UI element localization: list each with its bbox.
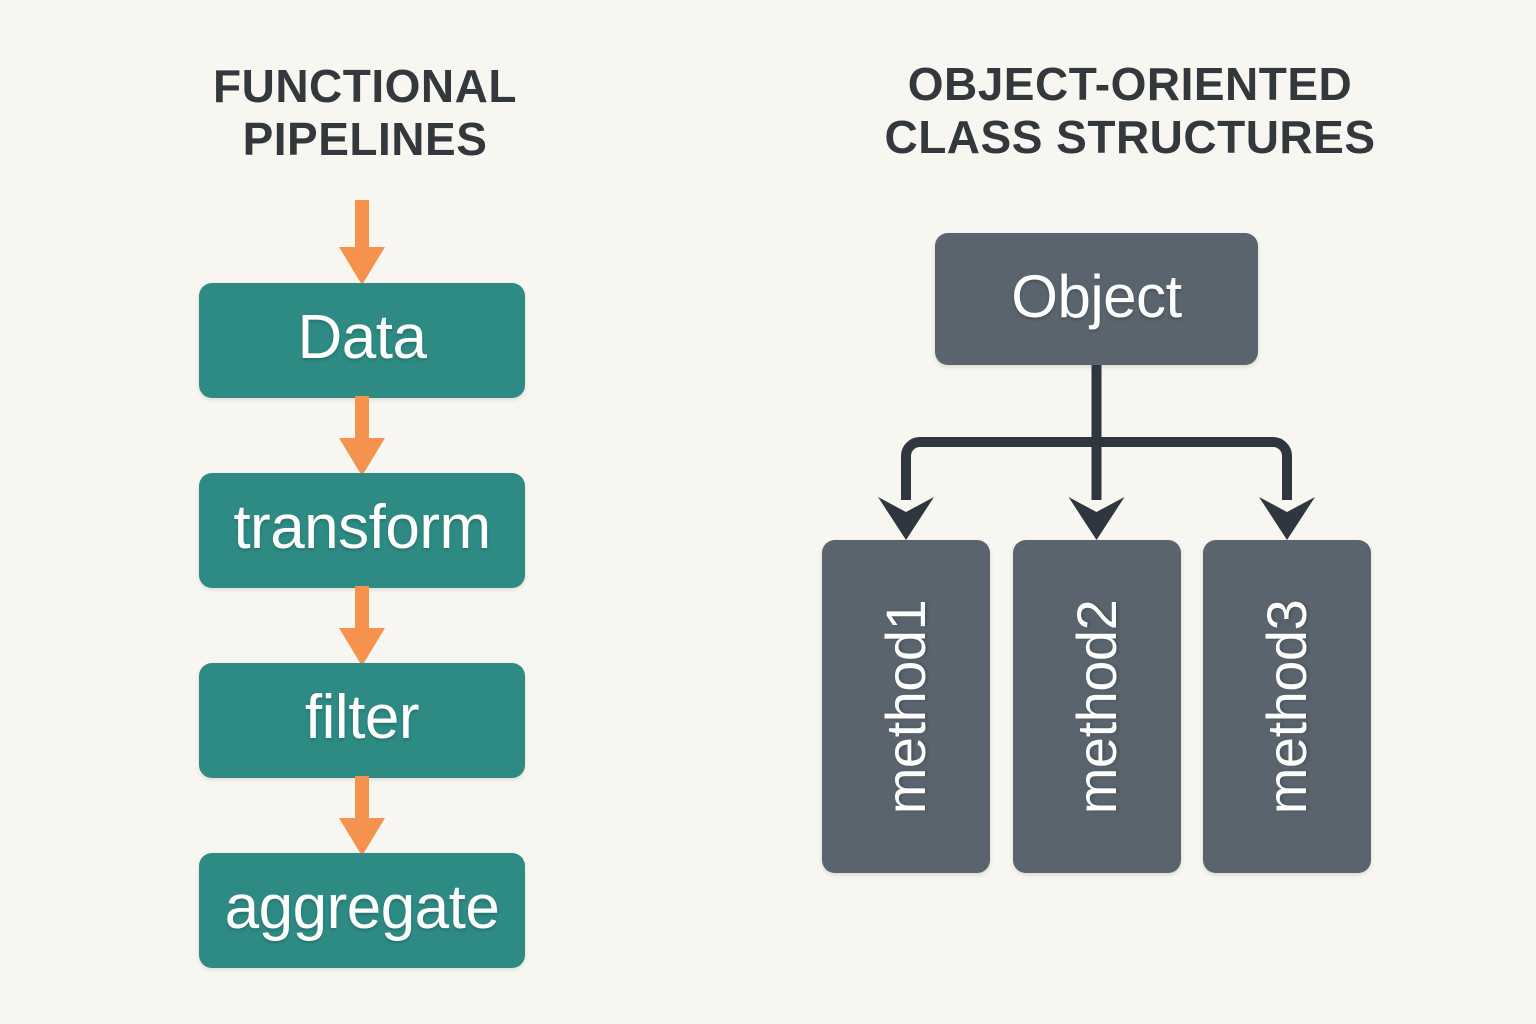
node-aggregate[interactable]: aggregate [199, 853, 525, 968]
node-filter-label: filter [304, 682, 420, 752]
node-method1[interactable]: method1 [822, 540, 990, 873]
input-arrow-icon [339, 200, 385, 285]
arrowhead-method2-icon [1068, 497, 1125, 540]
arrowhead-method3-icon [1259, 497, 1315, 540]
node-object[interactable]: Object [935, 233, 1258, 365]
node-object-label: Object [1011, 263, 1182, 330]
node-method3[interactable]: method3 [1203, 540, 1371, 873]
node-aggregate-label: aggregate [224, 872, 500, 942]
left-panel-title: FUNCTIONAL PIPELINES [213, 60, 517, 165]
right-panel-title: OBJECT-ORIENTED CLASS STRUCTURES [884, 58, 1376, 163]
arrow-transform-to-filter-icon [339, 586, 385, 666]
connector-drop-left [901, 437, 935, 500]
node-method1-label: method1 [874, 599, 937, 814]
node-transform[interactable]: transform [199, 473, 525, 588]
node-method3-label: method3 [1255, 599, 1318, 814]
node-data[interactable]: Data [199, 283, 525, 398]
node-data-label: Data [297, 302, 427, 372]
connector-drop-right [1258, 437, 1292, 500]
node-transform-label: transform [233, 492, 491, 562]
node-method2[interactable]: method2 [1013, 540, 1181, 873]
arrow-filter-to-aggregate-icon [339, 776, 385, 856]
arrowhead-method1-icon [878, 497, 934, 540]
node-method2-label: method2 [1065, 599, 1128, 814]
arrow-data-to-transform-icon [339, 396, 385, 476]
node-filter[interactable]: filter [199, 663, 525, 778]
